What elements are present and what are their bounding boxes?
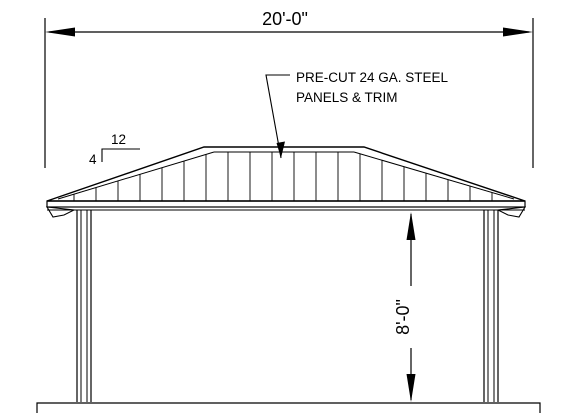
gutter-right — [496, 206, 527, 218]
height-label-gap — [395, 286, 427, 348]
height-arrowhead-top — [406, 212, 416, 240]
roof-outline — [46, 146, 526, 202]
note-line-1: PRE-CUT 24 GA. STEEL — [296, 70, 449, 85]
eave-fascia — [45, 200, 527, 218]
roof-panel-ribs — [73, 152, 493, 201]
material-note: PRE-CUT 24 GA. STEEL PANELS & TRIM — [265, 70, 449, 159]
note-line-2: PANELS & TRIM — [296, 90, 398, 105]
width-arrowhead-right — [503, 27, 533, 37]
width-dimension: 20'-0" — [44, 9, 534, 168]
ground-slab — [36, 402, 541, 413]
roof-trim-left — [57, 151, 215, 200]
roof-pitch-symbol: 12 4 — [89, 132, 140, 167]
pitch-run-label: 12 — [111, 132, 126, 147]
height-dimension-label: 8'-0" — [393, 299, 413, 335]
roof-trim-right — [353, 151, 515, 200]
width-dimension-label: 20'-0" — [262, 9, 308, 29]
height-arrowhead-bottom — [406, 374, 416, 402]
pitch-triangle-legs — [101, 148, 140, 162]
height-dimension: 8'-0" — [393, 212, 427, 402]
width-arrowhead-left — [45, 27, 75, 37]
post-right — [483, 210, 499, 402]
gutter-left — [45, 206, 76, 218]
fascia-top-band — [46, 200, 526, 208]
pitch-rise-label: 4 — [89, 152, 97, 167]
roof — [46, 146, 526, 202]
post-left — [76, 210, 92, 402]
note-leader-line — [265, 74, 290, 159]
note-leader-arrowhead — [276, 141, 285, 158]
